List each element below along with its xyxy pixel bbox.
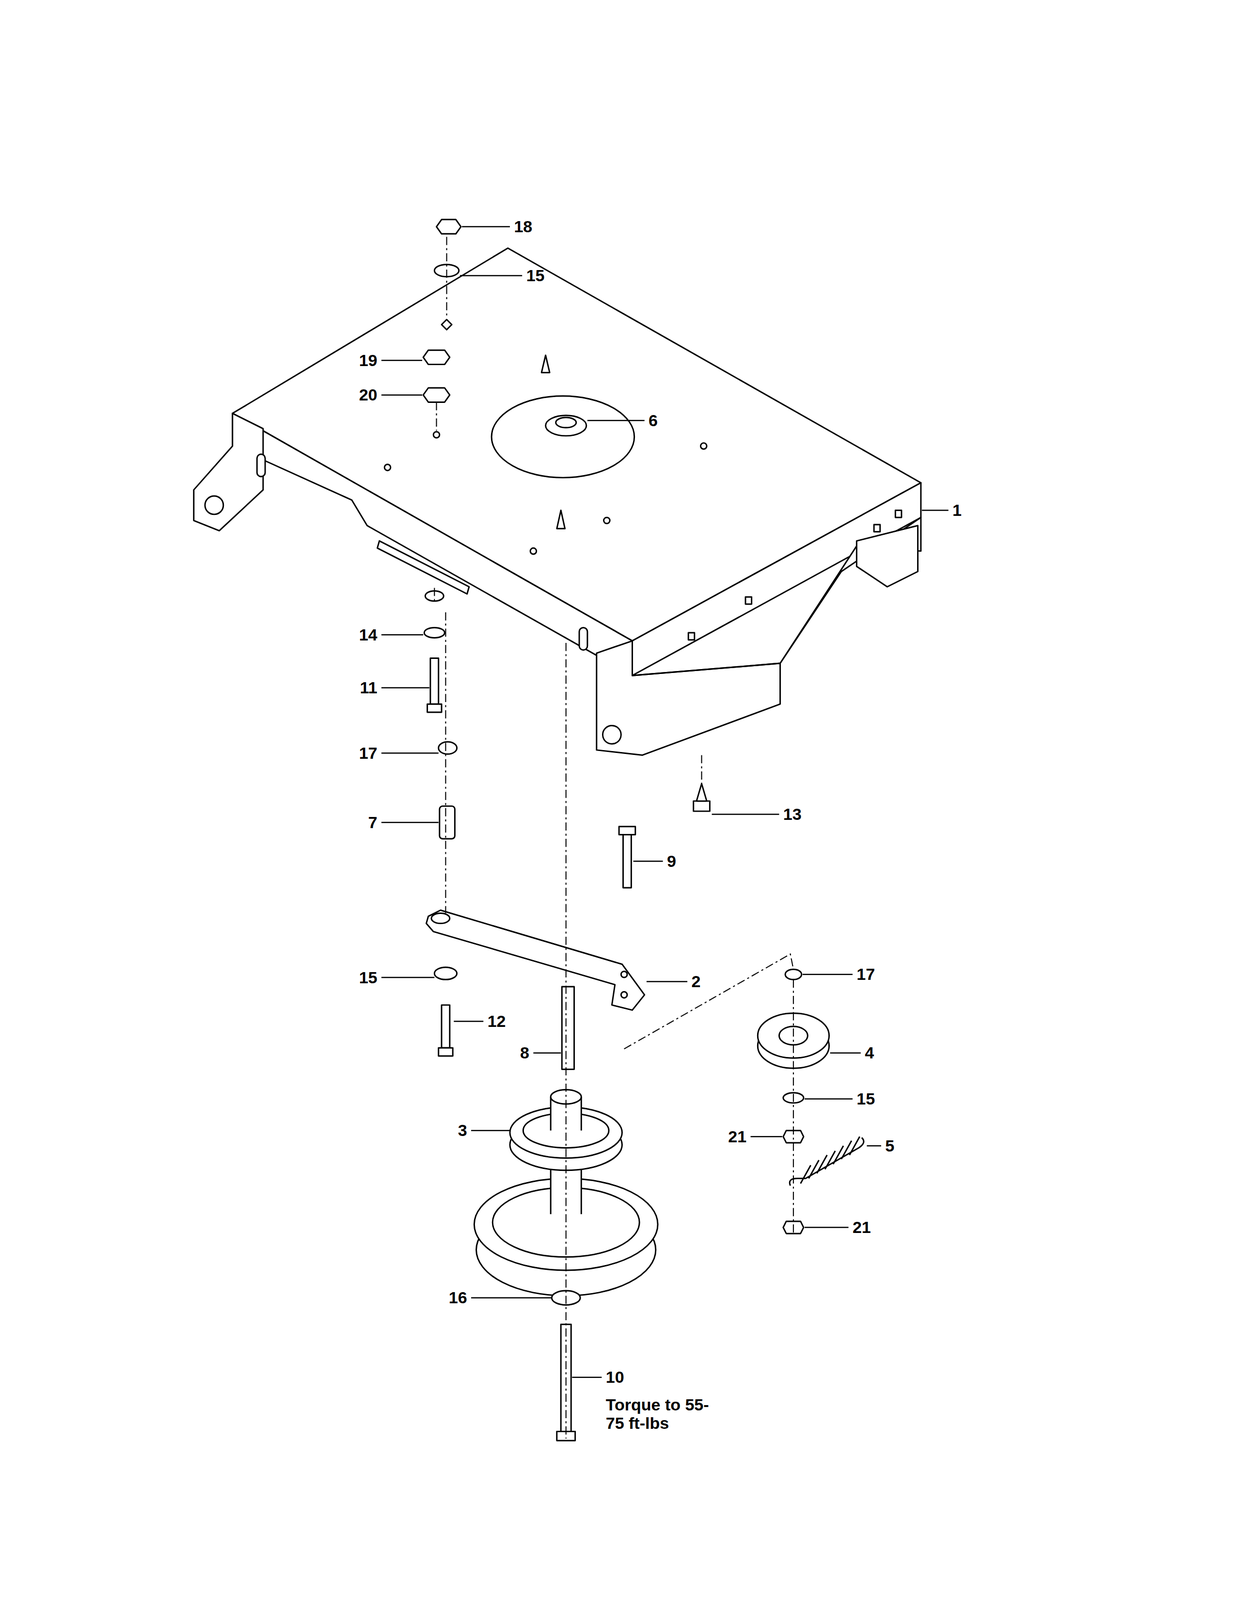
callout-number: 21 (728, 1126, 747, 1146)
bolt-13 (693, 800, 711, 811)
callout-number: 16 (448, 1287, 468, 1307)
callout-number: 15 (359, 967, 378, 987)
callout-number: 18 (513, 217, 533, 236)
bolt-12 (441, 1004, 450, 1048)
callout-number: 6 (648, 411, 658, 430)
frame-right (632, 482, 921, 676)
callout-number: 10 (605, 1367, 625, 1386)
bolt-9 (623, 834, 632, 888)
callout-number: 17 (359, 743, 378, 762)
spacer-7 (439, 806, 456, 839)
torque-note: Torque to 55-75 ft-lbs (605, 1394, 728, 1432)
callout-number: 8 (520, 1043, 530, 1062)
callout-number: 11 (360, 678, 378, 697)
callout-number: 13 (783, 804, 802, 824)
frame-right-bracket (596, 640, 781, 756)
bolt-11 (430, 658, 439, 705)
callout-number: 9 (666, 851, 677, 871)
nut-18 (436, 219, 461, 234)
frame-end-bracket (856, 525, 918, 587)
callout-number: 12 (487, 1011, 507, 1030)
callout-number: 2 (691, 971, 701, 991)
frame-left-bracket (193, 413, 264, 531)
nut-20 (423, 387, 450, 402)
callout-number: 21 (852, 1217, 872, 1236)
callout-number: 7 (368, 812, 378, 832)
callout-number: 19 (359, 350, 378, 370)
callout-number: 20 (359, 385, 378, 404)
key-8 (561, 986, 574, 1069)
callout-number: 3 (458, 1120, 468, 1140)
callout-number: 15 (856, 1089, 875, 1108)
nut-19 (423, 349, 450, 365)
frame-top (232, 248, 921, 641)
callout-number: 5 (885, 1136, 895, 1155)
callout-number: 4 (864, 1043, 874, 1062)
idler-arm-2 (426, 909, 645, 1010)
callout-number: 1 (952, 500, 962, 520)
callout-number: 15 (526, 266, 545, 285)
leader-lines (381, 226, 949, 1378)
frame-gusset (632, 517, 921, 676)
callout-number: 17 (856, 964, 875, 983)
callout-number: 14 (359, 625, 378, 644)
spring-5 (789, 1136, 864, 1186)
